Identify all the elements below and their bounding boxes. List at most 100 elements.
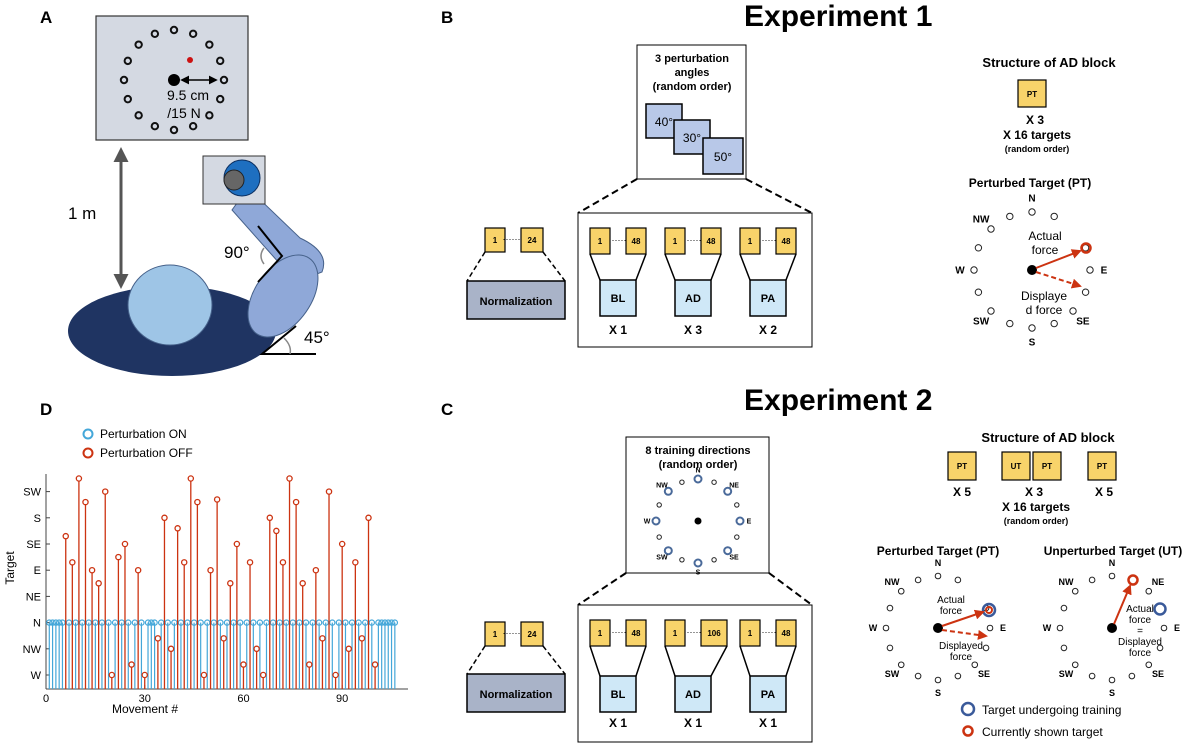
pt2-displayed-force-label: force bbox=[950, 652, 973, 663]
stem-off-marker bbox=[121, 540, 129, 548]
direction-label: NE bbox=[1152, 577, 1165, 587]
stem-off-marker bbox=[62, 532, 69, 540]
screen-distance-label: 1 m bbox=[68, 204, 96, 223]
stem-off-marker bbox=[325, 488, 333, 495]
stem-off-marker bbox=[128, 661, 135, 668]
block-connector bbox=[710, 253, 722, 281]
norm-end-label: 24 bbox=[528, 236, 537, 245]
block-connector bbox=[785, 645, 797, 677]
x-tick-label: 90 bbox=[336, 693, 348, 705]
block-start-label: 1 bbox=[748, 237, 753, 246]
y-tick-label: N bbox=[33, 618, 41, 630]
block-start-box bbox=[589, 227, 611, 255]
pt-diagram-title: Perturbed Target (PT) bbox=[969, 176, 1091, 190]
direction-label: E bbox=[747, 518, 752, 525]
block-start-label: 1 bbox=[748, 629, 753, 638]
direction-label: N bbox=[935, 558, 942, 568]
block-start-box bbox=[739, 227, 761, 255]
block-box bbox=[749, 279, 787, 317]
stem-off-marker bbox=[187, 475, 195, 482]
pt2-training-target bbox=[981, 602, 997, 618]
stem-off-marker bbox=[246, 559, 254, 566]
stem-on-marker bbox=[85, 619, 92, 626]
norm-end-box bbox=[520, 621, 544, 647]
direction-label: S bbox=[1029, 338, 1036, 349]
stem-off-marker bbox=[358, 635, 366, 642]
y-tick-label: SW bbox=[23, 487, 41, 499]
norm-end-box bbox=[520, 227, 544, 253]
ring-target bbox=[954, 672, 962, 680]
block-multiplier: X 2 bbox=[759, 323, 777, 337]
angle-card-3-label: 50° bbox=[714, 150, 732, 164]
stem-on-marker bbox=[269, 619, 277, 626]
x-tick-label: 30 bbox=[139, 693, 151, 705]
stem-on-marker bbox=[302, 619, 310, 626]
norm-start-label: 1 bbox=[493, 630, 498, 639]
legend-off-marker bbox=[82, 447, 94, 459]
direction-label: S bbox=[1109, 688, 1115, 698]
direction-label: NE bbox=[729, 482, 739, 489]
ut-label-3: = bbox=[1137, 626, 1143, 637]
block-connector bbox=[785, 253, 797, 281]
angle-card-3 bbox=[702, 137, 744, 175]
block-end-label: 48 bbox=[632, 237, 641, 246]
legend-shown-icon bbox=[962, 725, 974, 737]
block-end-box bbox=[700, 227, 722, 255]
norm-connector bbox=[542, 251, 566, 282]
direction-label: E bbox=[1174, 623, 1180, 633]
direction-label: SW bbox=[1059, 669, 1074, 679]
legend-training-label: Target undergoing training bbox=[982, 703, 1121, 717]
stem-on-marker bbox=[362, 619, 369, 626]
ring-target bbox=[987, 225, 995, 233]
block-multiplier: X 3 bbox=[684, 323, 702, 337]
stem-on-marker bbox=[355, 619, 362, 626]
stem-off-marker bbox=[75, 475, 83, 482]
ring-target bbox=[1108, 572, 1116, 580]
ring-target bbox=[934, 676, 942, 684]
pt2-actual-label: Actual bbox=[937, 595, 965, 606]
stem-off-marker bbox=[134, 566, 142, 574]
angle-card-2-label: 30° bbox=[683, 131, 701, 145]
stem-on-marker bbox=[55, 619, 63, 626]
ring-target bbox=[1060, 604, 1068, 612]
training-target bbox=[663, 546, 673, 556]
ring-target bbox=[188, 121, 198, 131]
ellipsis: ····· bbox=[762, 627, 777, 637]
ellipsis: ····· bbox=[687, 235, 702, 245]
pt-box-left-label: PT bbox=[957, 462, 967, 471]
stem-off-marker bbox=[167, 645, 175, 653]
ellipsis: ····· bbox=[612, 627, 627, 637]
stem-off-marker bbox=[154, 635, 162, 642]
ad-order: (random order) bbox=[1005, 144, 1070, 154]
y-tick-label: NW bbox=[23, 644, 42, 656]
ring-target bbox=[1108, 676, 1116, 684]
ut-label-1: Actual bbox=[1126, 604, 1154, 615]
ring-target bbox=[169, 25, 179, 35]
ring-target bbox=[1060, 644, 1068, 652]
stem-off-marker bbox=[253, 645, 260, 653]
ring-target bbox=[1156, 644, 1164, 652]
angles-box-line1: 3 perturbation bbox=[655, 53, 729, 65]
force-label: /15 N bbox=[167, 105, 200, 121]
y-tick-label: NE bbox=[26, 591, 41, 603]
stem-off-marker bbox=[319, 635, 326, 642]
stem-on-marker bbox=[378, 619, 385, 626]
stem-off-marker bbox=[194, 498, 201, 506]
ring-target bbox=[205, 111, 214, 120]
ring-target bbox=[188, 29, 198, 39]
angles-box-line2: angles bbox=[675, 67, 710, 79]
ring-target bbox=[1088, 672, 1096, 680]
direction-label: N bbox=[1028, 194, 1035, 205]
ring-target bbox=[711, 557, 717, 563]
direction-label: E bbox=[1101, 266, 1108, 277]
direction-label: NW bbox=[656, 482, 668, 489]
distance-label: 9.5 cm bbox=[167, 87, 209, 103]
stem-off-marker bbox=[115, 553, 122, 561]
stem-on-marker bbox=[309, 619, 316, 626]
stem-on-marker bbox=[263, 619, 270, 626]
